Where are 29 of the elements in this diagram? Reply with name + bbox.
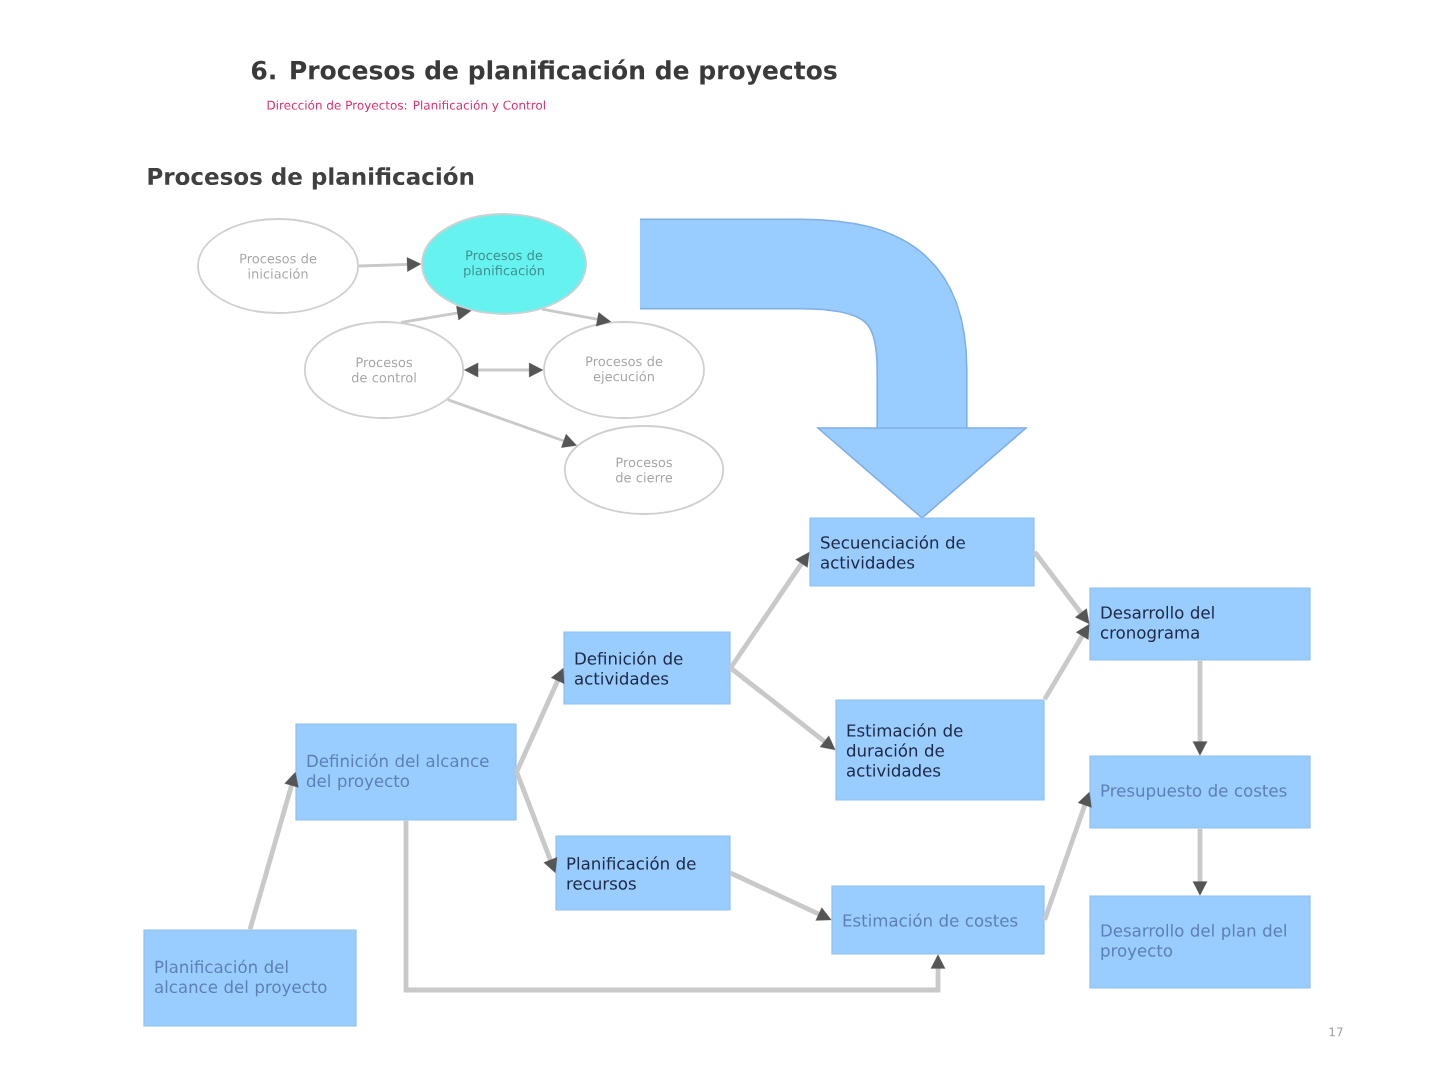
process-box: Estimación de costes <box>831 885 1045 955</box>
process-box: Planificación de recursos <box>555 835 731 911</box>
arrow <box>514 667 565 773</box>
arrow <box>247 771 299 931</box>
arrow <box>401 305 472 324</box>
process-box: Desarrollo del plan del proyecto <box>1089 895 1311 989</box>
arrow <box>729 666 836 751</box>
arrow <box>1192 660 1208 756</box>
double-arrow <box>464 362 544 378</box>
arrow <box>1192 828 1208 896</box>
process-box: Planificación del alcance del proyecto <box>143 929 357 1027</box>
arrow <box>729 870 832 921</box>
section-heading: Procesos de planificación <box>148 166 474 190</box>
process-box: Definición de actividades <box>563 631 731 705</box>
arrow <box>447 398 577 448</box>
arrow <box>541 307 612 327</box>
arrow <box>728 551 810 670</box>
process-box: Estimación de duración de actividades <box>835 699 1045 801</box>
arrow <box>358 257 422 272</box>
arrow <box>1042 623 1090 701</box>
arrow <box>514 771 558 874</box>
process-box: Secuenciación de actividades <box>809 517 1035 587</box>
process-box: Desarrollo del cronograma <box>1089 587 1311 661</box>
slide-title: 6. Procesos de planificación de proyectos <box>251 59 837 85</box>
elbow-arrow <box>403 820 946 993</box>
arrow <box>1032 550 1090 625</box>
process-box: Definición del alcance del proyecto <box>295 723 517 821</box>
process-box: Presupuesto de costes <box>1089 755 1311 829</box>
arrow <box>1042 791 1092 921</box>
